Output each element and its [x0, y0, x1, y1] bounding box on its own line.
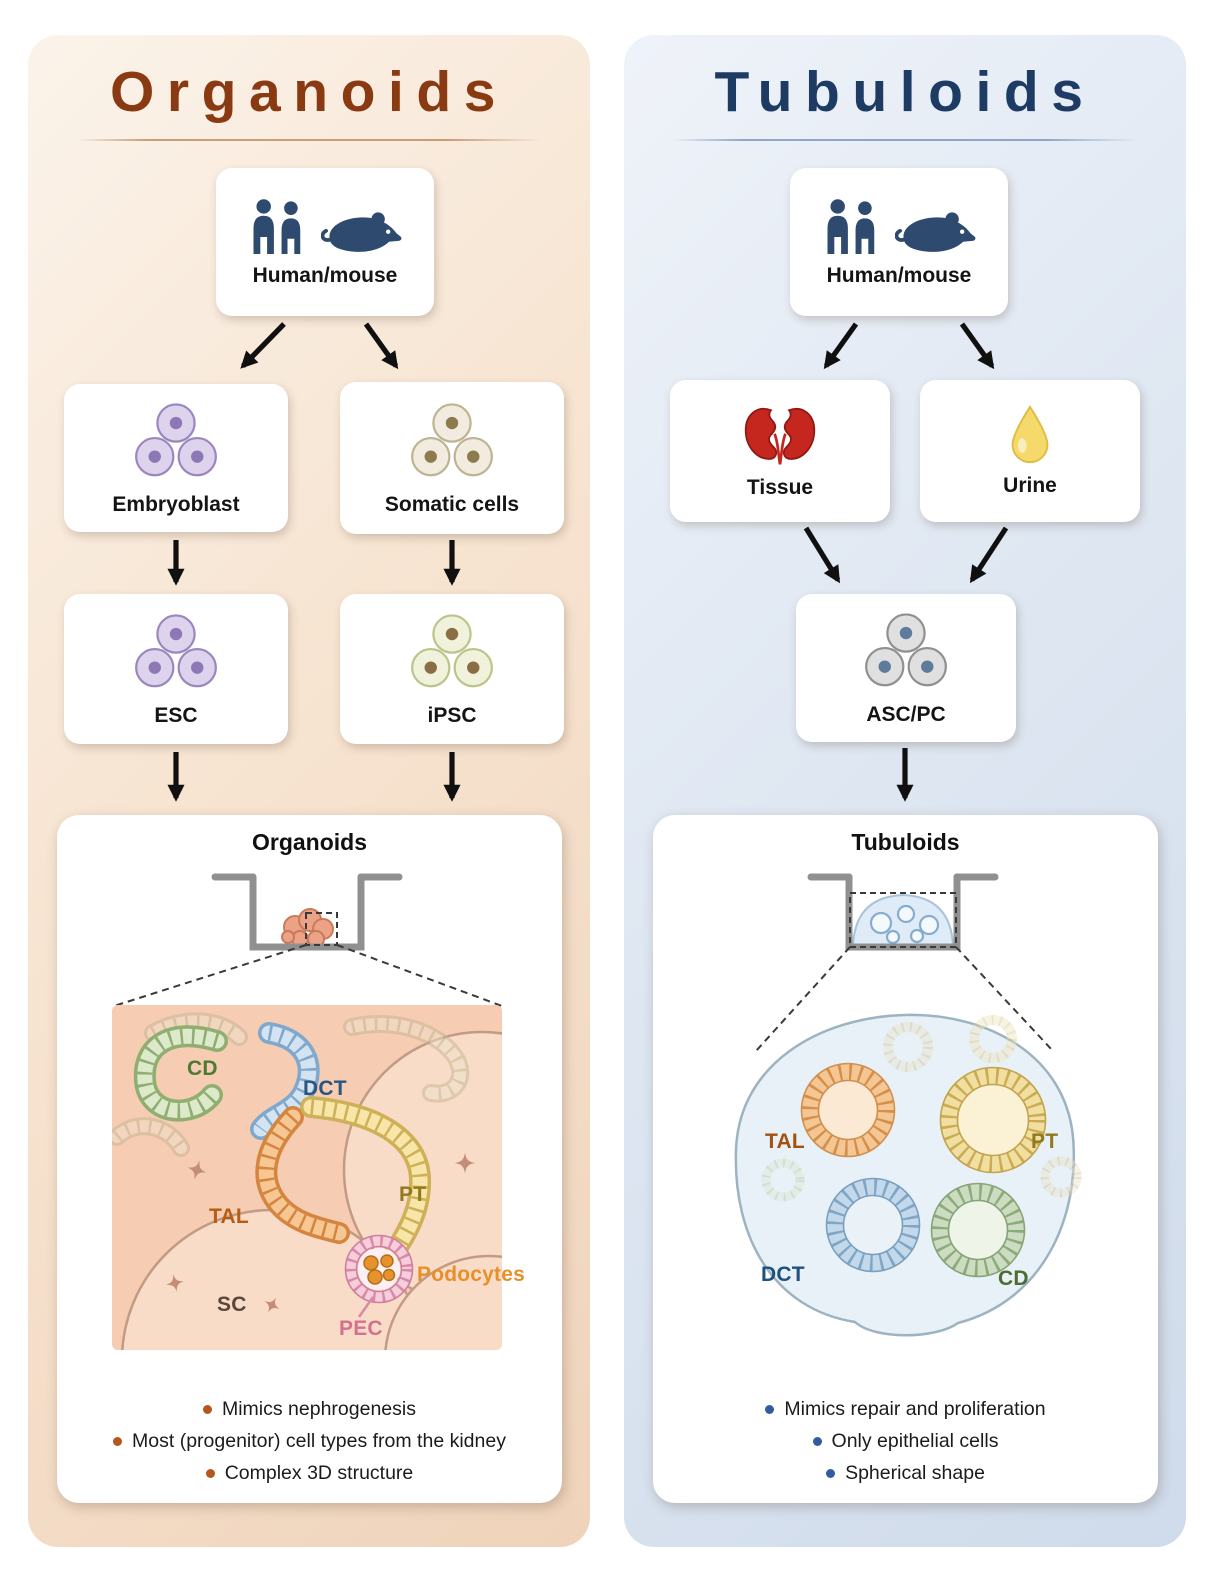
- human-mouse-node-right: Human/mouse: [790, 168, 1008, 316]
- label-sc: SC: [217, 1293, 247, 1316]
- label-podocytes: Podocytes: [417, 1263, 525, 1286]
- tubuloid-zoom: [734, 1013, 1082, 1337]
- mouse-icon: [321, 212, 402, 252]
- cell-cluster-icon: [135, 613, 217, 687]
- tubuloids-title: Tubuloids: [714, 60, 1096, 124]
- human-mouse-icons: [819, 196, 979, 256]
- pec-pointer-line: [357, 1296, 375, 1318]
- organoid-illustration: [112, 873, 503, 1350]
- ascpc-label: ASC/PC: [866, 702, 946, 726]
- tubuloid-spheres: [869, 904, 940, 945]
- tubuloid-illustration: [734, 873, 1082, 1337]
- bullet-item: Complex 3D structure: [205, 1462, 414, 1485]
- tissue-node: Tissue: [670, 380, 890, 522]
- label-tal: TAL: [765, 1130, 805, 1153]
- tubuloids-panel: Tubuloids: [624, 35, 1186, 1547]
- tubule-ring-cd: [930, 1182, 1026, 1278]
- label-pec: PEC: [339, 1317, 383, 1340]
- kidney-icon: [744, 407, 816, 465]
- bullet-dot: [202, 1405, 212, 1414]
- organoid-sketch: [281, 908, 334, 948]
- bullet-item: Only epithelial cells: [812, 1430, 999, 1453]
- culture-dish-icon: [211, 873, 403, 951]
- tissue-label: Tissue: [746, 475, 814, 499]
- zoom-callout-lines: [113, 944, 503, 1007]
- bullet-item: Most (progenitor) cell types from the ki…: [113, 1430, 506, 1453]
- tubuloids-title-rule: [672, 139, 1138, 141]
- human-mouse-node-left: Human/mouse: [216, 168, 434, 316]
- people-icon: [827, 199, 875, 255]
- bullet-dot: [826, 1469, 836, 1478]
- mouse-icon: [895, 212, 976, 252]
- culture-dish-icon: [807, 873, 999, 951]
- organoids-result-title: Organoids: [251, 829, 367, 855]
- pec-ring: [344, 1234, 414, 1304]
- bullet-dot: [205, 1469, 215, 1478]
- organoids-title: Organoids: [110, 60, 508, 124]
- label-tal: TAL: [209, 1205, 249, 1228]
- label-dct: DCT: [761, 1263, 805, 1286]
- human-mouse-icons: [245, 196, 405, 256]
- organoids-result-box: Organoids: [57, 815, 562, 1503]
- embryoblast-node: Embryoblast: [64, 384, 288, 532]
- bullet-text: Most (progenitor) cell types from the ki…: [132, 1430, 506, 1452]
- embryoblast-label: Embryoblast: [112, 492, 240, 516]
- tubuloids-bullets: Mimics repair and proliferation Only epi…: [663, 1398, 1148, 1485]
- tubule-ring-tal: [800, 1062, 896, 1158]
- tubuloids-result-box: Tubuloids: [653, 815, 1158, 1503]
- human-mouse-label: Human/mouse: [826, 264, 972, 287]
- faint-rings: [761, 1015, 1082, 1202]
- urine-drop-icon: [1011, 405, 1049, 464]
- podocytes-cluster: [363, 1254, 396, 1285]
- label-cd: CD: [998, 1267, 1029, 1290]
- zoom-callout-box: [305, 912, 338, 946]
- somatic-cells-label: Somatic cells: [384, 492, 520, 516]
- cell-cluster-icon: [865, 612, 947, 686]
- cell-cluster-icon: [135, 402, 217, 476]
- organoids-bullets: Mimics nephrogenesis Most (progenitor) c…: [67, 1398, 552, 1485]
- cell-cluster-icon: [411, 402, 493, 476]
- bullet-dot: [113, 1437, 123, 1446]
- ipsc-label: iPSC: [427, 703, 477, 727]
- urine-node: Urine: [920, 380, 1140, 522]
- bullet-text: Mimics repair and proliferation: [784, 1398, 1046, 1420]
- label-pt: PT: [1031, 1130, 1059, 1153]
- bullet-dot: [812, 1437, 822, 1446]
- bullet-text: Spherical shape: [845, 1462, 985, 1484]
- bullet-dot: [765, 1405, 775, 1414]
- organoids-panel: Organoids: [28, 35, 590, 1547]
- tubule-ring-pt: [939, 1066, 1047, 1174]
- nephron-zoom: [112, 1005, 502, 1350]
- human-mouse-label: Human/mouse: [252, 264, 398, 287]
- zoom-callout-box: [849, 892, 957, 948]
- label-pt: PT: [399, 1183, 427, 1206]
- ascpc-node: ASC/PC: [796, 594, 1016, 742]
- label-dct: DCT: [303, 1077, 347, 1100]
- bullet-text: Mimics nephrogenesis: [221, 1398, 416, 1420]
- bullet-item: Mimics nephrogenesis: [202, 1398, 416, 1421]
- bullet-item: Spherical shape: [826, 1462, 985, 1485]
- organoids-title-rule: [76, 139, 542, 141]
- somatic-cells-node: Somatic cells: [340, 382, 564, 534]
- bullet-item: Mimics repair and proliferation: [765, 1398, 1046, 1421]
- urine-label: Urine: [1003, 474, 1057, 497]
- tubule-ring-dct: [825, 1177, 921, 1273]
- people-icon: [253, 199, 301, 255]
- cell-cluster-icon: [411, 613, 493, 687]
- ipsc-node: iPSC: [340, 594, 564, 744]
- label-cd: CD: [187, 1057, 218, 1080]
- esc-node: ESC: [64, 594, 288, 744]
- bullet-text: Only epithelial cells: [831, 1430, 999, 1452]
- bullet-text: Complex 3D structure: [224, 1462, 414, 1484]
- esc-label: ESC: [154, 703, 198, 727]
- tubuloids-result-title: Tubuloids: [851, 829, 960, 855]
